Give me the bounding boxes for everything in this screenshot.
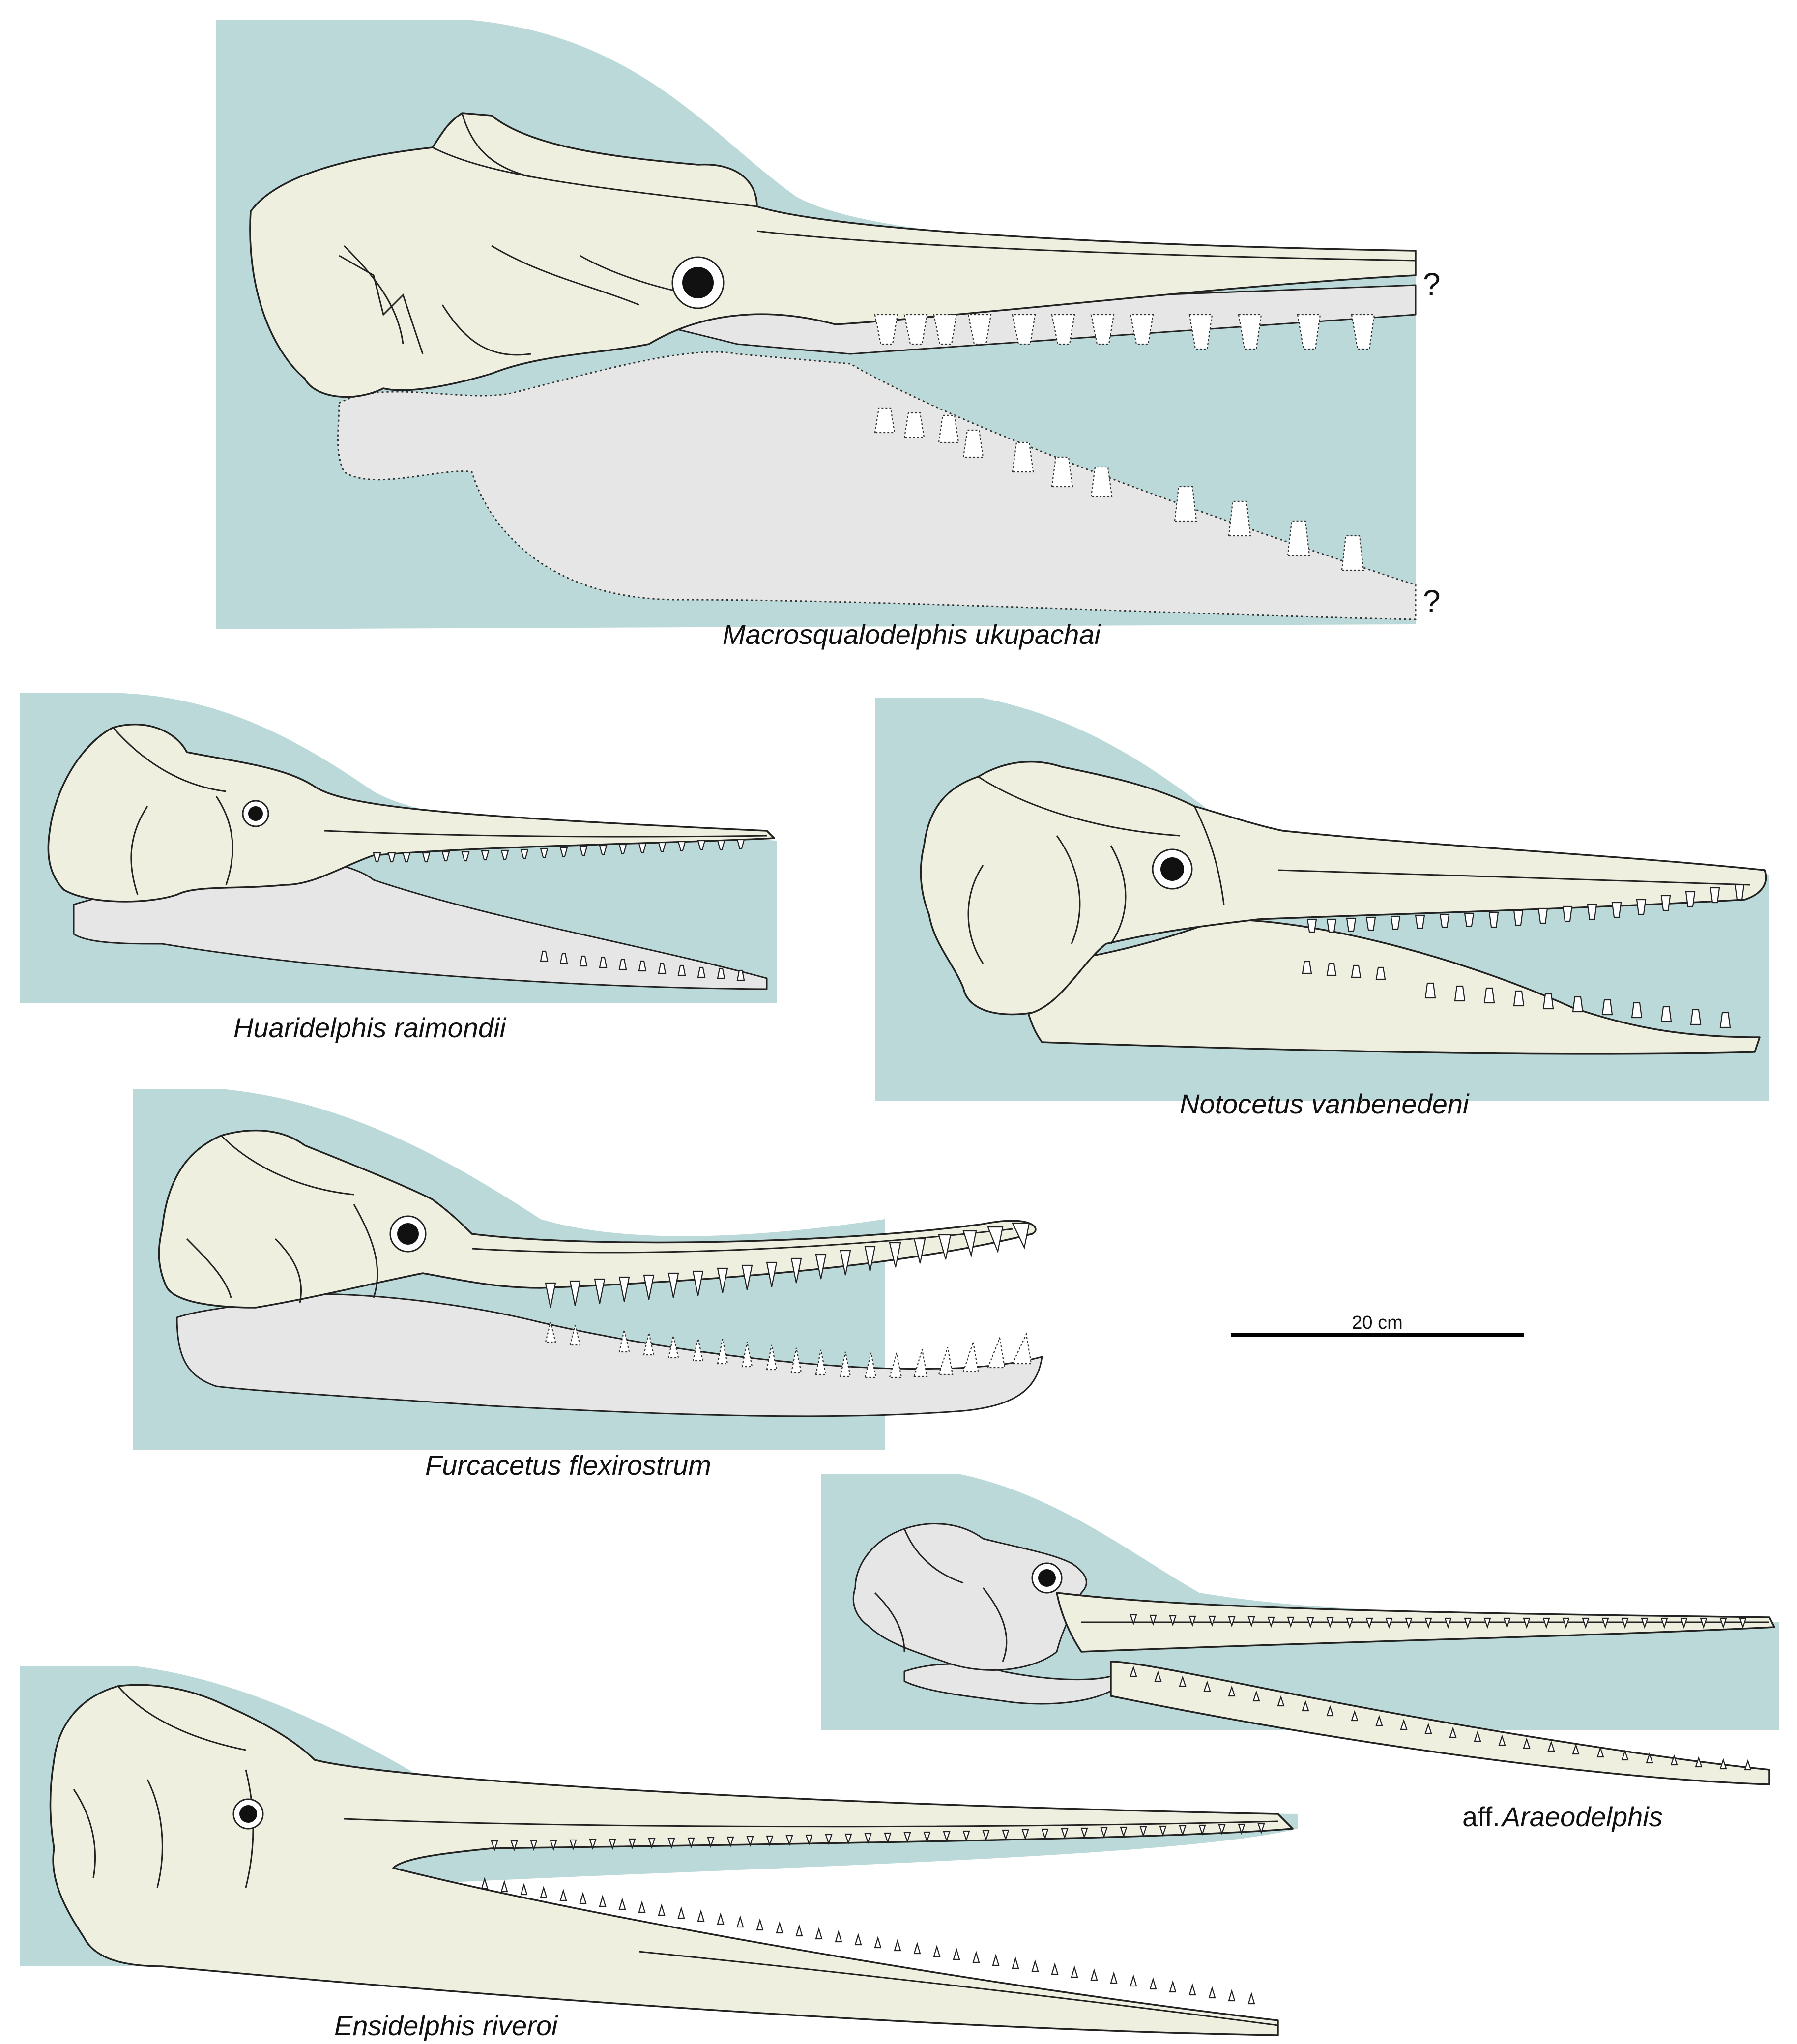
lower-teeth [1302,961,1731,1028]
eye-icon [682,267,714,298]
specimen-macrosqualodelphis: ? ? Macrosqualodelphis ukupachai [216,20,1441,650]
specimen-ensidelphis: Ensidelphis riveroi [20,1666,1298,2041]
species-label-furcacetus: Furcacetus flexirostrum [425,1450,711,1481]
eye-icon [397,1223,419,1245]
scale-bar-label: 20 cm [1352,1313,1402,1333]
specimen-araeodelphis: aff. Araeodelphis [821,1474,1779,1832]
upper-teeth [874,314,1375,350]
species-label-ensidelphis: Ensidelphis riveroi [334,2010,558,2041]
cranium [920,760,1767,1016]
eye-icon [248,806,263,821]
specimen-huaridelphis: Huaridelphis raimondii [20,693,777,1043]
specimen-notocetus: Notocetus vanbenedeni [875,698,1769,1119]
species-label-araeodelphis: aff. Araeodelphis [1462,1801,1663,1832]
suture-lines [112,727,767,895]
lower-jaw [176,1293,1043,1417]
lower-jaw [337,351,1417,620]
mandible [1110,1661,1770,1785]
upper-teeth [1130,1614,1747,1629]
upper-teeth [373,839,745,863]
cranium [158,1129,1037,1309]
scale-bar: 20 cm [1231,1313,1524,1337]
suture-lines [874,1528,1769,1662]
suture-skull [339,245,639,354]
eye-icon [239,1805,257,1823]
suture-lines [343,113,1416,356]
species-label-notocetus: Notocetus vanbenedeni [1180,1088,1470,1119]
specimen-furcacetus: Furcacetus flexirostrum [133,1089,1043,1481]
lower-teeth [545,1322,1032,1378]
label-genus: Araeodelphis [1501,1801,1663,1832]
label-prefix: aff. [1462,1801,1500,1832]
suture-lines [186,1135,1013,1303]
suture-lines [73,1686,1278,2026]
eye-icon [1038,1569,1056,1587]
lower-teeth [481,1877,1255,2005]
suture-lines [967,776,1750,964]
upper-teeth [491,1823,1265,1852]
uncertainty-mark-lower: ? [1423,584,1441,619]
cranium [852,1523,1087,1671]
species-label-macrosqualodelphis: Macrosqualodelphis ukupachai [723,619,1101,650]
lower-teeth [540,950,745,981]
flesh-outline [821,1474,1779,1730]
uncertainty-mark-upper: ? [1423,266,1441,302]
species-label-huaridelphis: Huaridelphis raimondii [233,1012,507,1043]
upper-teeth [1306,884,1745,933]
eye-icon [1160,857,1184,881]
upper-teeth [545,1222,1030,1308]
cranium [49,1684,1294,2036]
lower-teeth [874,407,1364,571]
cranium [249,112,1417,398]
lower-teeth [1130,1665,1752,1771]
